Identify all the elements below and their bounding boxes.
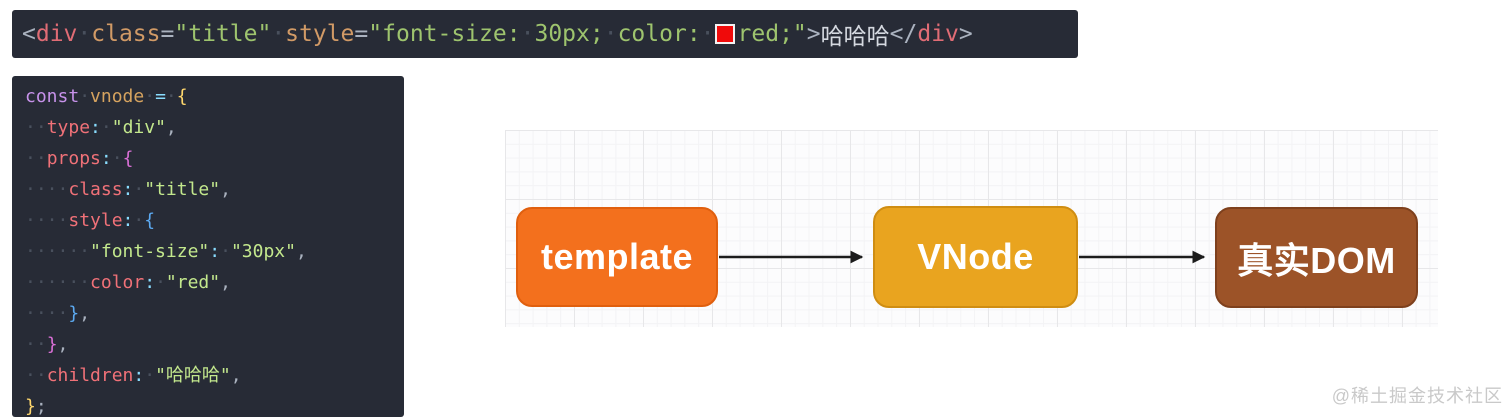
whitespace-dots: ·· [25, 148, 47, 169]
code-token: , [295, 241, 307, 262]
code-line: }; [25, 391, 404, 420]
code-line: ······color:·"red", [25, 267, 404, 298]
whitespace-dots: · [133, 179, 145, 200]
code-token: vnode [90, 86, 145, 107]
code-line: ····}, [25, 298, 404, 329]
whitespace-dots: · [144, 365, 156, 386]
code-token: div [917, 21, 959, 47]
code-token: : [100, 148, 112, 169]
watermark: @稀土掘金技术社区 [1331, 386, 1503, 406]
code-token: props [46, 148, 101, 169]
whitespace-dots: · [220, 241, 231, 262]
color-preview-swatch [714, 24, 735, 44]
code-token: : [144, 272, 156, 293]
diagram-node-3: 真实DOM [1215, 207, 1418, 308]
diagram-node-2: VNode [873, 206, 1078, 308]
code-token: "font-size" [90, 241, 210, 262]
whitespace-dots: ······ [25, 272, 91, 293]
whitespace-dots: · [271, 21, 286, 47]
whitespace-dots: · [520, 21, 535, 47]
code-token: children [46, 365, 134, 386]
code-token: ; [35, 396, 47, 417]
code-token: < [22, 21, 36, 47]
whitespace-dots: ······ [25, 241, 91, 262]
whitespace-dots: · [603, 21, 618, 47]
code-token: > [806, 21, 821, 47]
code-token: : [122, 179, 134, 200]
code-line: ······"font-size":·"30px", [25, 236, 404, 267]
code-token: "div" [111, 117, 166, 138]
code-line: ····style:·{ [25, 205, 404, 236]
code-line: ··props:·{ [25, 143, 404, 174]
code-token: , [220, 179, 231, 200]
code-token: "font-size: [368, 21, 521, 47]
code-token: { [144, 210, 156, 231]
diagram-node-1: template [516, 207, 718, 307]
code-token: "title" [174, 21, 272, 47]
code-token: red;" [737, 21, 807, 47]
code-token: color [90, 272, 145, 293]
whitespace-dots: · [77, 21, 92, 47]
code-line: ··}, [25, 329, 404, 360]
whitespace-dots: · [144, 86, 156, 107]
code-token: 哈哈哈 [820, 24, 890, 50]
code-line: ··type:·"div", [25, 112, 404, 143]
code-token: class [91, 21, 161, 47]
whitespace-dots: ·· [25, 117, 47, 138]
whitespace-dots: ·· [25, 365, 47, 386]
whitespace-dots: ···· [25, 179, 69, 200]
code-token: , [220, 272, 231, 293]
whitespace-dots: ···· [25, 210, 69, 231]
whitespace-dots: ·· [25, 334, 47, 355]
whitespace-dots: · [111, 148, 123, 169]
code-token: : [122, 210, 134, 231]
code-token: : [90, 117, 101, 138]
code-token: style [285, 21, 355, 47]
code-token: </ [889, 21, 918, 47]
code-token: , [57, 334, 69, 355]
whitespace-dots: ···· [25, 303, 69, 324]
code-token: } [25, 396, 36, 417]
code-token: = [354, 21, 369, 47]
code-token: { [176, 86, 188, 107]
whitespace-dots: · [155, 272, 166, 293]
code-line: ··children:·"哈哈哈", [25, 360, 404, 391]
code-token: , [165, 117, 177, 138]
code-token: : [209, 241, 221, 262]
code-token: } [68, 303, 80, 324]
code-token: , [79, 303, 91, 324]
code-token: "red" [165, 272, 221, 293]
code-token: > [958, 21, 973, 47]
code-token: , [230, 365, 242, 386]
whitespace-dots: · [133, 210, 145, 231]
code-token: : [133, 365, 145, 386]
code-token: "title" [144, 179, 221, 200]
code-token: type [46, 117, 91, 138]
code-token: style [68, 210, 123, 231]
whitespace-dots: · [100, 117, 112, 138]
code-token: "30px" [230, 241, 296, 262]
code-token: class [68, 179, 123, 200]
code-token: 30px; [534, 21, 604, 47]
code-line: const·vnode·=·{ [25, 81, 404, 112]
code-token: { [122, 148, 134, 169]
html-code-bar: <div·class="title"·style="font-size:·30p… [12, 10, 1078, 58]
whitespace-dots: · [700, 21, 715, 47]
whitespace-dots: · [165, 86, 177, 107]
code-token: = [155, 86, 166, 107]
code-token: = [160, 21, 175, 47]
code-token: } [46, 334, 58, 355]
code-token: div [35, 21, 78, 47]
code-token: color: [617, 21, 701, 47]
whitespace-dots: · [79, 86, 91, 107]
code-line: ····class:·"title", [25, 174, 404, 205]
code-token: "哈哈哈" [155, 365, 231, 386]
code-token: const [25, 86, 80, 107]
vnode-code-block: const·vnode·=·{··type:·"div",··props:·{·… [12, 76, 404, 417]
